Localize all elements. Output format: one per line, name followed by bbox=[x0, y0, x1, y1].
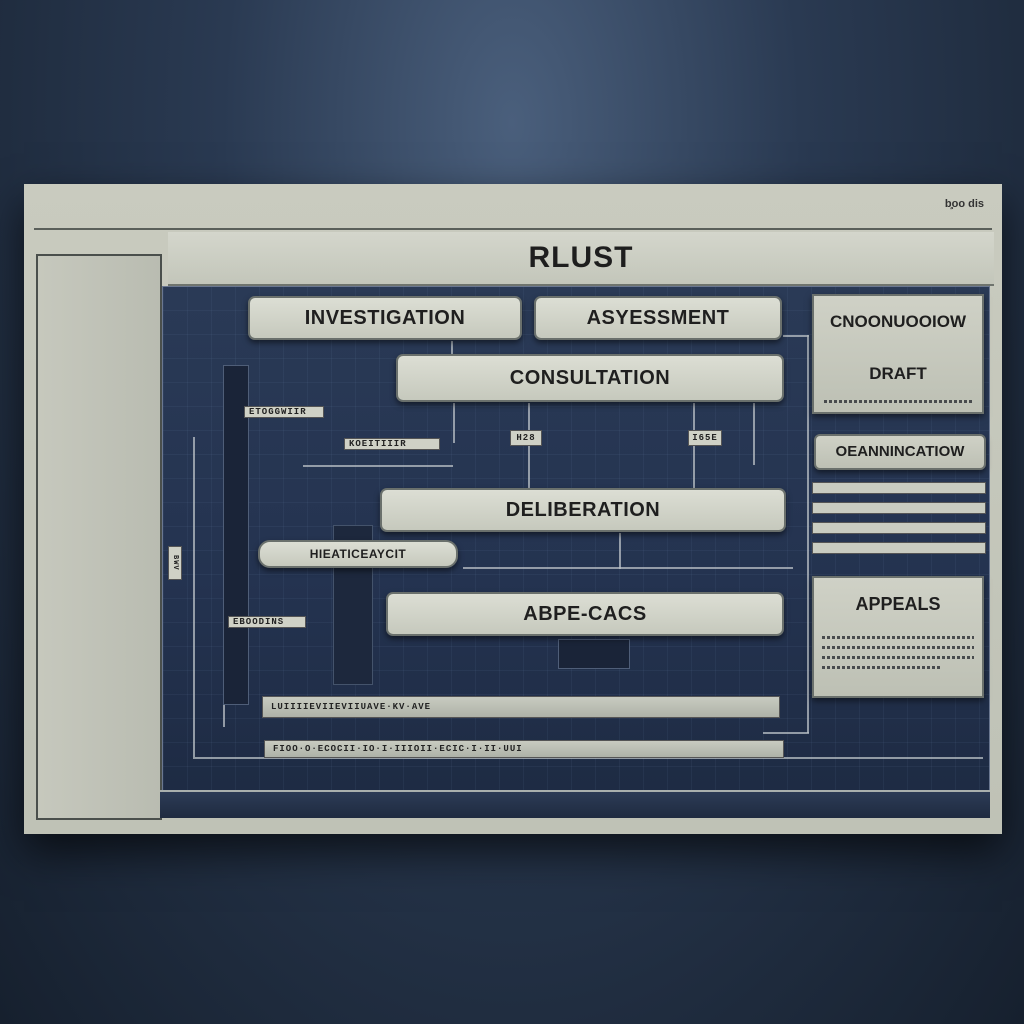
connector-line bbox=[193, 757, 983, 759]
side-list bbox=[812, 482, 986, 562]
tag-label: H28 bbox=[510, 430, 542, 446]
timeline-strip[interactable]: LUIIIIEVIIEVIIUAVE·KV·AVE bbox=[262, 696, 780, 718]
fine-print bbox=[822, 666, 942, 669]
node-label: DELIBERATION bbox=[505, 498, 661, 521]
connector-line bbox=[193, 437, 195, 757]
side-panel-subtitle: DRAFT bbox=[869, 364, 927, 383]
connector-line bbox=[753, 403, 755, 465]
side-panel-title: CNOONUOOIOW bbox=[830, 312, 966, 331]
bottom-status-strip bbox=[160, 790, 990, 818]
timeline-strip[interactable]: FIOO·O·ECOCII·IO·I·IIIOII·ECIC·I·II·UUI bbox=[264, 740, 784, 758]
side-panel-title: APPEALS bbox=[855, 594, 941, 614]
assessment-node[interactable]: ASYESSMENT bbox=[534, 296, 782, 340]
side-panel-title: OEANNINCATIOW bbox=[835, 443, 965, 460]
window-corner-label: b̧oo dis bbox=[944, 198, 984, 210]
fine-print bbox=[822, 636, 974, 639]
connector-line bbox=[763, 732, 809, 734]
fine-print bbox=[822, 656, 974, 659]
list-row[interactable] bbox=[812, 542, 986, 554]
node-label: ASYESSMENT bbox=[586, 306, 730, 329]
list-row[interactable] bbox=[812, 522, 986, 534]
tag-label: ETOGGWIIR bbox=[244, 406, 324, 418]
header-bar: RLUST bbox=[168, 232, 994, 286]
connector-line bbox=[528, 403, 530, 521]
fine-print bbox=[822, 646, 974, 649]
connector-line bbox=[807, 335, 809, 733]
fine-print bbox=[824, 400, 972, 403]
connector-line bbox=[451, 341, 453, 357]
node-label: INVESTIGATION bbox=[304, 306, 466, 329]
abpe-cacs-node[interactable]: ABPE-CACS bbox=[386, 592, 784, 636]
connector-line bbox=[619, 533, 621, 569]
page-title: RLUST bbox=[528, 241, 634, 274]
connector-line bbox=[693, 403, 695, 521]
list-row[interactable] bbox=[812, 502, 986, 514]
list-row[interactable] bbox=[812, 482, 986, 494]
tag-label: KOEITIIIR bbox=[344, 438, 440, 450]
side-panel-draft[interactable]: CNOONUOOIOW DRAFT bbox=[812, 294, 984, 414]
column-block bbox=[223, 365, 249, 705]
connector-line bbox=[783, 335, 809, 337]
side-panel-communication[interactable]: OEANNINCATIOW bbox=[814, 434, 986, 470]
consultation-node[interactable]: CONSULTATION bbox=[396, 354, 784, 402]
connector-line bbox=[303, 465, 453, 467]
connector-line bbox=[453, 403, 455, 443]
connector-line bbox=[463, 567, 793, 569]
node-label: CONSULTATION bbox=[509, 366, 671, 389]
investigation-node[interactable]: INVESTIGATION bbox=[248, 296, 522, 340]
node-label: ABPE-CACS bbox=[523, 602, 647, 625]
side-panel-appeals[interactable]: APPEALS bbox=[812, 576, 984, 698]
node-label: HIEATICEAYCIT bbox=[309, 547, 407, 561]
tag-label: I65E bbox=[688, 430, 722, 446]
tag-label: EBOODINS bbox=[228, 616, 306, 628]
column-block bbox=[558, 639, 630, 669]
left-sidebar-panel[interactable] bbox=[36, 254, 162, 820]
deliberation-node[interactable]: DELIBERATION bbox=[380, 488, 786, 532]
title-bar-divider bbox=[34, 228, 992, 230]
tag-label: BWV bbox=[168, 546, 182, 580]
feedback-pill[interactable]: HIEATICEAYCIT bbox=[258, 540, 458, 568]
